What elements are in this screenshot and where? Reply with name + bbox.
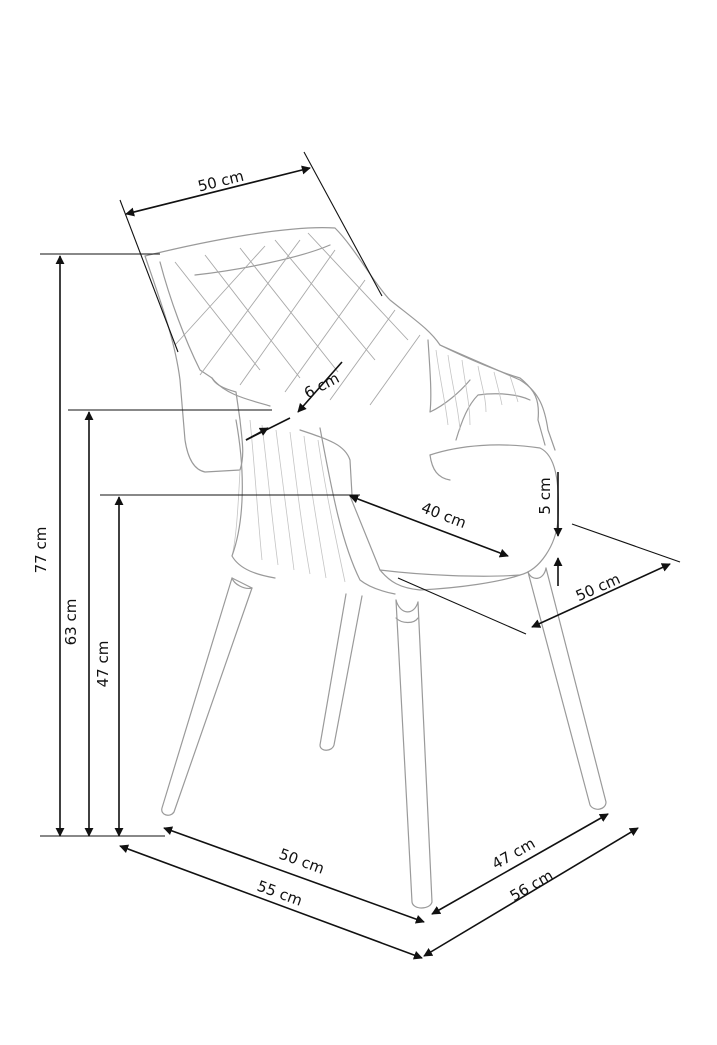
back-left-leg xyxy=(319,593,363,751)
label-back-width: 50 cm xyxy=(196,167,246,196)
back-width-arrow xyxy=(125,165,311,217)
label-total-height: 77 cm xyxy=(32,527,50,574)
label-seat-thickness: 5 cm xyxy=(536,477,554,514)
label-armrest-height: 63 cm xyxy=(62,599,80,646)
back-right-leg xyxy=(527,567,607,810)
dimension-lines xyxy=(40,151,681,960)
seat-depth-arrow xyxy=(349,494,509,558)
front-left-leg xyxy=(161,577,253,816)
quilted-back-pattern xyxy=(174,232,421,406)
label-armrest-width: 6 cm xyxy=(301,369,342,402)
label-overall-depth: 56 cm xyxy=(507,866,556,905)
label-seat-depth: 40 cm xyxy=(419,499,469,533)
wood-grain xyxy=(231,349,519,583)
chair-backrest xyxy=(144,227,556,451)
front-right-leg xyxy=(395,599,433,909)
overall-width-arrow xyxy=(119,844,423,960)
overall-depth-arrow xyxy=(423,827,639,957)
label-seat-width: 50 cm xyxy=(573,570,623,605)
label-seat-height: 47 cm xyxy=(94,641,112,688)
seat-width-arrow xyxy=(531,563,671,628)
chair-legs xyxy=(161,567,607,909)
chair-sketch xyxy=(144,227,607,909)
label-leg-span-front: 50 cm xyxy=(277,845,327,878)
dimension-labels: 50 cm 77 cm 63 cm 47 cm 6 cm 40 cm 5 cm … xyxy=(32,167,623,910)
